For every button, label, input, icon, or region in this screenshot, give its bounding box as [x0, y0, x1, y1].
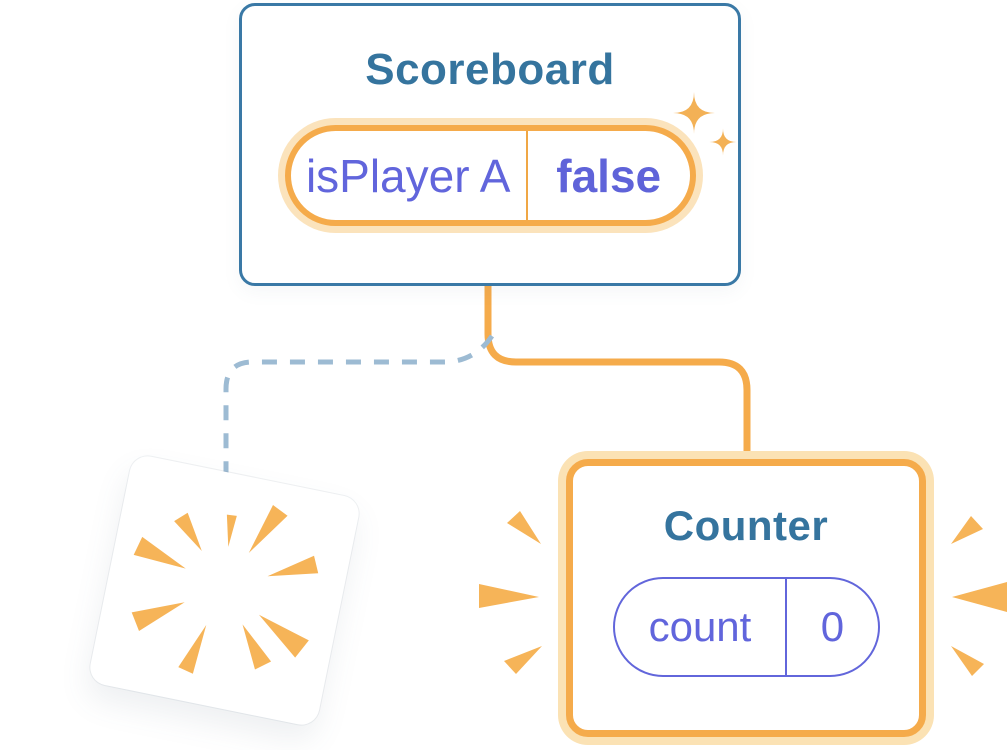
counter-component-card: Counter count 0 [566, 459, 926, 737]
state-value: false [556, 149, 662, 202]
state-label-cell: isPlayer A [291, 131, 526, 220]
scoreboard-component-card: Scoreboard isPlayer A false [239, 3, 741, 286]
burst-icon [131, 505, 319, 674]
scoreboard-state-pill: isPlayer A false [284, 125, 696, 226]
state-label: count [648, 602, 752, 650]
state-value-cell: false [525, 131, 690, 220]
emphasis-rays-right-icon [951, 516, 1007, 676]
state-value: 0 [820, 602, 845, 650]
counter-title: Counter [663, 502, 829, 549]
state-value-cell: 0 [785, 578, 877, 675]
state-label: isPlayer A [305, 149, 511, 202]
emphasis-rays-left-icon [479, 511, 542, 674]
scoreboard-title: Scoreboard [365, 45, 615, 94]
dashed-connector-line [223, 334, 495, 478]
solid-connector-line [484, 282, 751, 458]
state-label-cell: count [615, 579, 786, 675]
destroyed-component-card [87, 453, 362, 728]
counter-state-pill: count 0 [612, 576, 880, 677]
